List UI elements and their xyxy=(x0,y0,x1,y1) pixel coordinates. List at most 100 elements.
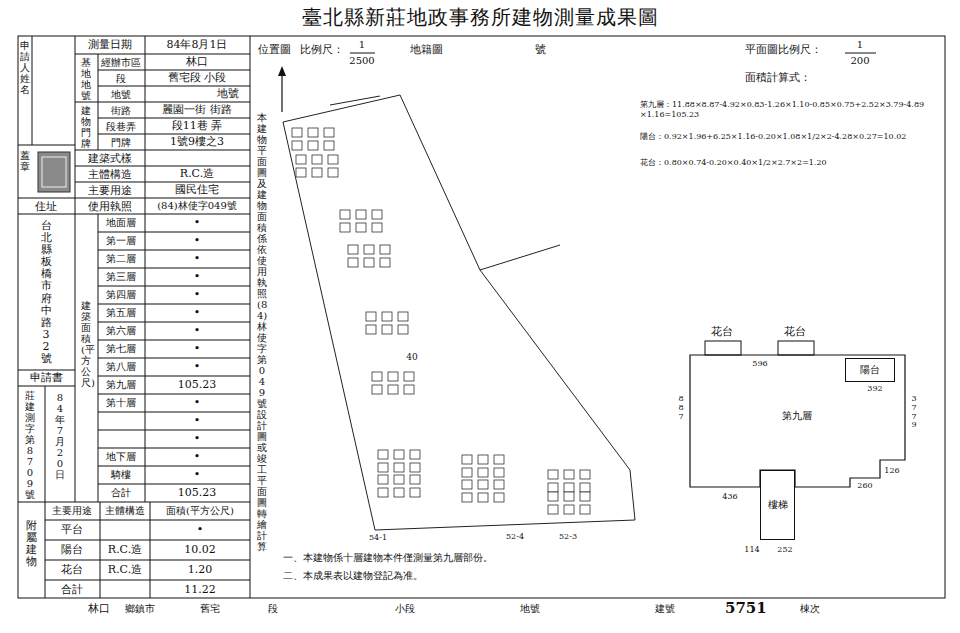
building-block xyxy=(564,470,574,479)
form-text: 花台 xyxy=(61,564,83,577)
building-block xyxy=(548,492,558,501)
building-block xyxy=(580,492,590,501)
building-block xyxy=(462,468,472,477)
north-arrow xyxy=(278,66,286,76)
rule xyxy=(75,150,250,151)
form-text: • xyxy=(194,451,201,464)
building-block xyxy=(410,475,420,484)
form-text: 本建物平面圖及建物面積係依使用執照(84)林使字第049號設計圖或竣工平面圖轉繪… xyxy=(257,112,267,552)
form-text: 號 xyxy=(535,44,546,57)
seal-stamp xyxy=(42,157,66,187)
building-block xyxy=(564,505,574,514)
form-text: 段 xyxy=(116,73,126,85)
form-text: 第五層 xyxy=(106,307,136,319)
building-block xyxy=(308,141,318,150)
form-text: 基地地號 xyxy=(81,57,91,101)
rule xyxy=(75,102,250,103)
form-text: (84)林使字049號 xyxy=(157,200,237,212)
rule xyxy=(98,322,250,323)
building-block xyxy=(380,258,390,267)
building-block xyxy=(398,325,408,334)
building-block xyxy=(312,168,322,177)
building-block xyxy=(462,455,472,464)
building-block xyxy=(394,450,404,459)
form-text: 1 xyxy=(857,39,863,51)
form-text: 52-4 xyxy=(506,532,524,541)
form-text: 地籍圖 xyxy=(410,44,443,57)
form-text: 住址 xyxy=(35,201,57,214)
form-text: 105.23 xyxy=(178,487,217,500)
form-text: • xyxy=(194,361,201,374)
form-text: 第二層 xyxy=(106,253,136,265)
form-text: 2500 xyxy=(349,55,374,67)
building-block xyxy=(548,505,558,514)
form-text: 地號 xyxy=(217,88,239,101)
rule xyxy=(45,560,250,561)
form-text: 使用執照 xyxy=(88,201,132,214)
form-text: 52-3 xyxy=(559,532,577,541)
rule xyxy=(75,182,250,183)
rule xyxy=(250,36,251,598)
building-block xyxy=(394,475,404,484)
form-text: • xyxy=(194,415,201,428)
form-text: 建築面積(平方公尺) xyxy=(81,300,91,388)
form-text: 114 xyxy=(744,545,759,554)
form-text: 平面圖比例尺： xyxy=(745,44,822,57)
rule xyxy=(98,340,250,341)
rule xyxy=(98,250,250,251)
form-text: 第七層 xyxy=(106,343,136,355)
form-text: 200 xyxy=(850,55,869,67)
building-block xyxy=(388,385,398,394)
building-block xyxy=(494,455,504,464)
form-text: 10.02 xyxy=(184,544,216,557)
rule xyxy=(98,304,250,305)
form-text: 麗園一街 街路 xyxy=(162,104,232,117)
form-text: 林口 xyxy=(186,56,208,69)
building-block xyxy=(382,325,392,334)
rule xyxy=(75,36,76,502)
planter-box xyxy=(705,341,741,355)
building-block xyxy=(378,463,388,472)
building-block xyxy=(378,488,388,497)
site-map xyxy=(283,95,635,530)
form-text: 126 xyxy=(884,466,899,475)
form-text: R.C.造 xyxy=(108,544,142,557)
form-text: • xyxy=(194,397,201,410)
room-label: 陽台 xyxy=(860,363,880,377)
rule xyxy=(98,394,250,395)
building-block xyxy=(296,155,306,164)
form-text: • xyxy=(194,307,201,320)
building-block xyxy=(348,258,358,267)
form-text: 第九層 xyxy=(782,410,812,422)
building-block xyxy=(372,223,382,232)
building-block xyxy=(292,141,302,150)
form-text: R.C.造 xyxy=(108,564,142,577)
form-text: 附屬建物 xyxy=(26,520,37,568)
form-text: 陽台 xyxy=(61,544,83,557)
building-block xyxy=(356,210,366,219)
form-text: 段 xyxy=(268,603,278,615)
form-text: 主體構造 xyxy=(105,505,145,517)
form-text: 地號 xyxy=(520,603,540,615)
form-text: 測量日期 xyxy=(88,39,132,52)
form-text: 887 xyxy=(677,395,685,421)
form-text: 小段 xyxy=(395,603,415,615)
rule xyxy=(98,484,250,485)
form-text: 第六層 xyxy=(106,325,136,337)
form-text: 84年8月1日 xyxy=(167,39,228,52)
form-text: 第四層 xyxy=(106,289,136,301)
building-block xyxy=(388,372,398,381)
form-text: 街路 xyxy=(111,105,131,117)
title: 臺北縣新莊地政事務所建物測量成果圖 xyxy=(302,6,659,29)
building-block xyxy=(382,312,392,321)
form-text: 陽台：0.92×1.96+6.25×1.16-0.20×1.08×1/2×2-4… xyxy=(640,132,930,142)
form-grid xyxy=(18,36,945,598)
building-block xyxy=(366,325,376,334)
rule xyxy=(32,36,33,145)
rule xyxy=(18,386,75,387)
form-text: 建物門牌 xyxy=(81,105,91,149)
form-text: 54-1 xyxy=(369,533,387,542)
form-text: 1號9樓之3 xyxy=(170,136,224,149)
form-text: • xyxy=(194,253,201,266)
